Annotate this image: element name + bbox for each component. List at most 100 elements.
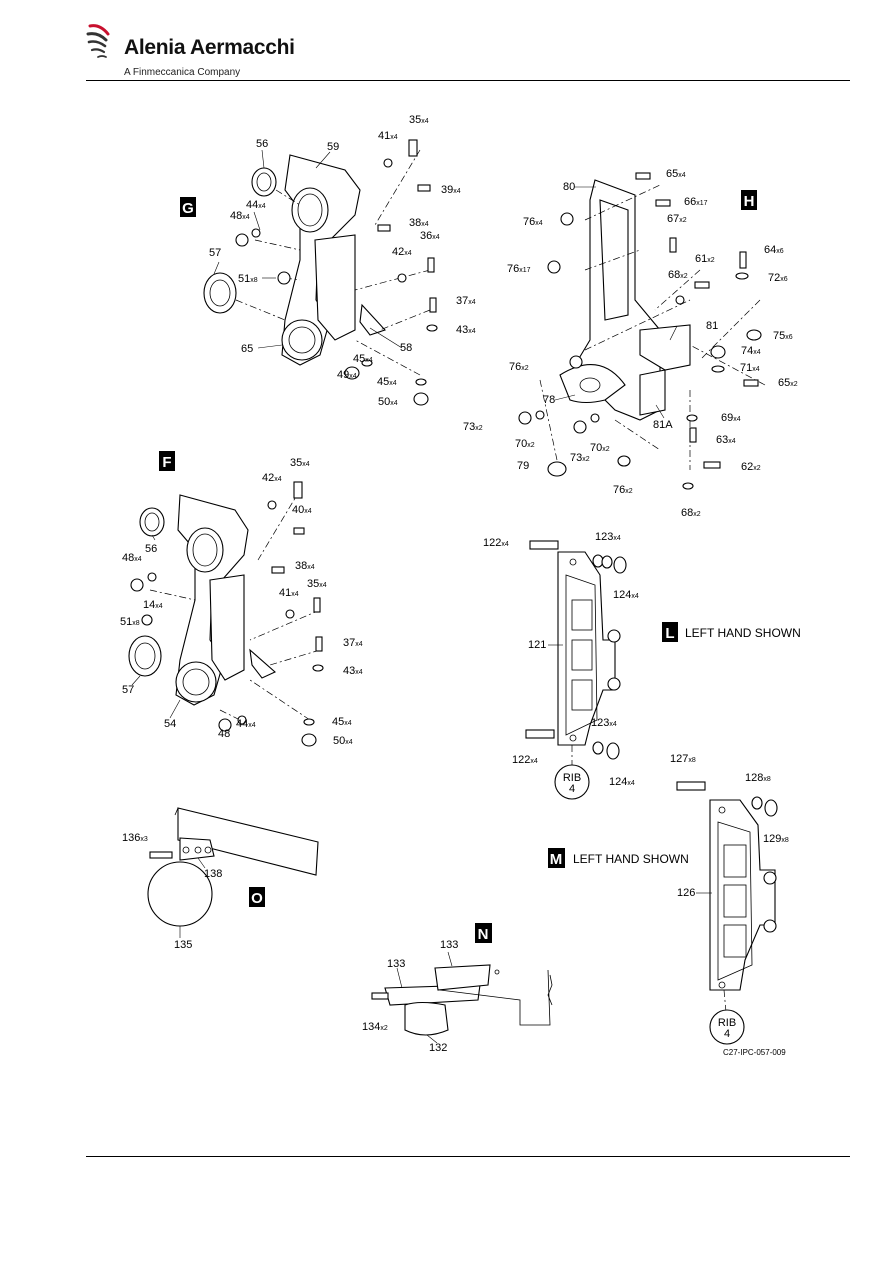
callout-42: 42x4 [262, 472, 282, 484]
callout-quantity: x4 [302, 461, 310, 468]
svg-text:G: G [182, 200, 194, 217]
callout-74: 74x4 [741, 345, 761, 357]
callout-81A: 81A [653, 419, 673, 431]
callout-51: 51x8 [238, 273, 258, 285]
callout-35: 35x4 [290, 457, 310, 469]
callout-135: 135 [174, 939, 192, 951]
callout-quantity: x4 [752, 366, 760, 373]
callout-126: 126 [677, 887, 695, 899]
callout-quantity: x8 [763, 776, 771, 783]
callout-71: 71x4 [740, 362, 760, 374]
view-letter-g: G [180, 197, 196, 217]
callout-quantity: x4 [389, 380, 397, 387]
callout-quantity: x4 [242, 214, 250, 221]
callout-quantity: x4 [155, 603, 163, 610]
callout-70: 70x2 [590, 442, 610, 454]
callout-quantity: x2 [790, 381, 798, 388]
callout-121: 121 [528, 639, 546, 651]
callout-68: 68x2 [668, 269, 688, 281]
header-rule [86, 80, 850, 81]
callout-43: 43x4 [343, 665, 363, 677]
callout-quantity: x4 [468, 299, 476, 306]
callout-127: 127x8 [670, 753, 696, 765]
callout-50: 50x4 [333, 735, 353, 747]
callout-quantity: x4 [355, 669, 363, 676]
callout-68: 68x2 [681, 507, 701, 519]
view-m-assembly [676, 781, 778, 1045]
callout-124: 124x4 [613, 589, 639, 601]
callout-40: 40x4 [292, 504, 312, 516]
callout-45: 45x4 [353, 353, 373, 365]
callout-quantity: x4 [678, 172, 686, 179]
callout-quantity: x2 [625, 488, 633, 495]
callout-quantity: x2 [602, 446, 610, 453]
callout-quantity: x4 [753, 349, 761, 356]
callout-quantity: x4 [404, 250, 412, 257]
callout-58: 58 [400, 342, 412, 354]
callout-73: 73x2 [570, 452, 590, 464]
callout-69: 69x4 [721, 412, 741, 424]
callout-quantity: x4 [248, 722, 256, 729]
view-l-assembly [525, 540, 627, 800]
callout-76: 76x2 [613, 484, 633, 496]
callout-57: 57 [209, 247, 221, 259]
callout-quantity: x4 [728, 438, 736, 445]
callout-36: 36x4 [420, 230, 440, 242]
callout-48: 48 [218, 728, 230, 740]
rib-number-m: 4 [724, 1028, 730, 1040]
footer-rule [86, 1156, 850, 1157]
callout-quantity: x4 [355, 641, 363, 648]
view-letter-o: O [249, 887, 265, 907]
callout-128: 128x8 [745, 772, 771, 784]
callout-76: 76x17 [507, 263, 531, 275]
callout-41: 41x4 [378, 130, 398, 142]
callout-quantity: x4 [421, 118, 429, 125]
callout-quantity: x4 [274, 476, 282, 483]
callout-quantity: x8 [688, 757, 696, 764]
callout-38: 38x4 [295, 560, 315, 572]
callout-quantity: x4 [530, 758, 538, 765]
callout-quantity: x4 [344, 720, 352, 727]
callout-quantity: x6 [780, 276, 788, 283]
callout-quantity: x2 [707, 257, 715, 264]
callout-41: 41x4 [279, 587, 299, 599]
callout-quantity: x4 [345, 739, 353, 746]
callout-66: 66x17 [684, 196, 708, 208]
document-header: Alenia Aermacchi A Finmeccanica Company [0, 0, 893, 82]
svg-text:L: L [665, 625, 674, 642]
callout-57: 57 [122, 684, 134, 696]
callout-80: 80 [563, 181, 575, 193]
view-letter-f: F [159, 451, 175, 471]
callout-63: 63x4 [716, 434, 736, 446]
callout-122: 122x4 [483, 537, 509, 549]
callout-quantity: x4 [365, 357, 373, 364]
callout-quantity: x4 [627, 780, 635, 787]
callout-44: 44x4 [246, 199, 266, 211]
svg-text:F: F [162, 454, 171, 471]
callout-quantity: x4 [319, 582, 327, 589]
callout-quantity: x4 [307, 564, 315, 571]
brand-name: Alenia Aermacchi [124, 36, 295, 59]
callout-75: 75x6 [773, 330, 793, 342]
callout-39: 39x4 [441, 184, 461, 196]
svg-text:N: N [478, 926, 489, 943]
view-letter-h: H [741, 190, 757, 210]
callout-133: 133 [440, 939, 458, 951]
callout-14: 14x4 [143, 599, 163, 611]
rib-label-m: RIB [718, 1017, 736, 1029]
callout-quantity: x4 [258, 203, 266, 210]
callout-quantity: x2 [680, 273, 688, 280]
callout-quantity: x2 [527, 442, 535, 449]
callout-quantity: x4 [733, 416, 741, 423]
callout-129: 129x8 [763, 833, 789, 845]
callout-quantity: x2 [582, 456, 590, 463]
callout-65: 65x4 [666, 168, 686, 180]
callout-65: 65x2 [778, 377, 798, 389]
rib-number-l: 4 [569, 783, 575, 795]
callout-56: 56 [145, 543, 157, 555]
callout-51: 51x8 [120, 616, 140, 628]
callout-76: 76x4 [523, 216, 543, 228]
callout-134: 134x2 [362, 1021, 388, 1033]
callout-124: 124x4 [609, 776, 635, 788]
callout-123: 123x4 [595, 531, 621, 543]
